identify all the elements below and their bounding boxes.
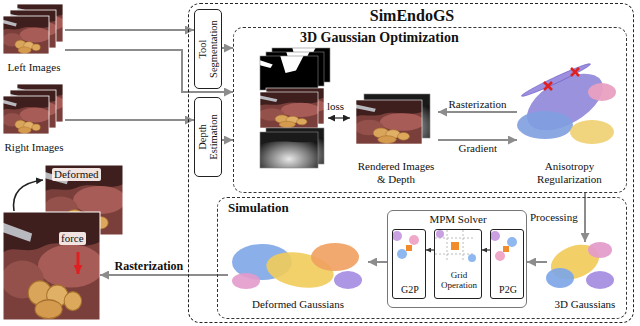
edge-label: Rasterization — [447, 98, 509, 111]
deform-label: Deformed — [52, 168, 101, 181]
step-box: G2P — [392, 229, 426, 299]
mpm-particles — [392, 230, 517, 262]
panel-title: 3D Gaussian Optimization — [300, 30, 560, 46]
source-gaussians — [546, 238, 614, 289]
connector-arrow — [438, 139, 517, 141]
connector-arrow — [65, 119, 194, 121]
stage-panel: Rendered Images & Depth Anisotropy Regula… — [233, 27, 627, 193]
framework-panel: Tool SegmentationDepth EstimationRendere… — [188, 3, 634, 323]
process-box: Tool Segmentation — [194, 9, 222, 89]
connector-arrow — [482, 249, 490, 250]
loss-label: loss — [327, 100, 344, 113]
step-label: G2P — [393, 284, 427, 296]
input-stack — [259, 48, 350, 168]
rendered-stack — [355, 94, 430, 144]
edge-label: Gradient — [457, 142, 499, 155]
edge-label: Processing — [528, 211, 580, 224]
panel-title: Simulation — [228, 201, 348, 216]
box-label: Depth Estimation — [197, 101, 219, 173]
connector-arrow — [438, 111, 517, 113]
connector-arrow — [222, 139, 233, 141]
connector-arrow — [426, 249, 434, 250]
connector-arrow — [368, 261, 387, 263]
solver-box: G2P Grid OperationP2G MPM Solver — [387, 210, 527, 308]
output-image: force — [3, 212, 100, 320]
force-label: force — [59, 232, 86, 245]
image-stack: Left Images — [3, 4, 65, 77]
process-box: Depth Estimation — [194, 97, 222, 177]
step-label: P2G — [491, 284, 525, 296]
edge-label: Rasterization — [113, 260, 186, 274]
image-caption: Left Images — [3, 61, 65, 74]
image-stack: Rendered Images & Depth — [354, 94, 438, 190]
deformed-gaussians — [232, 243, 362, 293]
figure-caption: Deformed Gaussians — [228, 298, 368, 311]
step-label: Grid Operation — [435, 270, 483, 291]
output-images — [1, 165, 126, 320]
connector-arrow — [100, 274, 228, 276]
connector-arrow — [222, 47, 233, 49]
connector-arrow — [65, 29, 194, 31]
figure-caption: 3D Gaussians — [547, 298, 623, 311]
gaussian-figure: Deformed Gaussians — [228, 234, 368, 316]
gaussian-figure: Anisotropy Regularization — [517, 62, 622, 192]
right-image-stack — [2, 84, 65, 134]
figure-caption: Anisotropy Regularization — [517, 160, 622, 185]
diagram-title: SimEndoGS — [189, 7, 635, 25]
box-title: MPM Solver — [388, 213, 528, 226]
anisotropic-gaussians — [517, 61, 616, 144]
left-image-stack — [2, 4, 65, 54]
image-caption: Right Images — [3, 141, 65, 154]
box-label: Tool Segmentation — [197, 13, 219, 85]
connector-arrow — [527, 261, 547, 263]
gaussian-figure: 3D Gaussians — [547, 242, 623, 314]
step-box: Grid Operation — [434, 229, 482, 299]
step-box: P2G — [490, 229, 524, 299]
connector-arrow — [584, 192, 586, 242]
image-stack: Right Images — [3, 84, 65, 157]
image-caption: Rendered Images & Depth — [354, 160, 438, 185]
